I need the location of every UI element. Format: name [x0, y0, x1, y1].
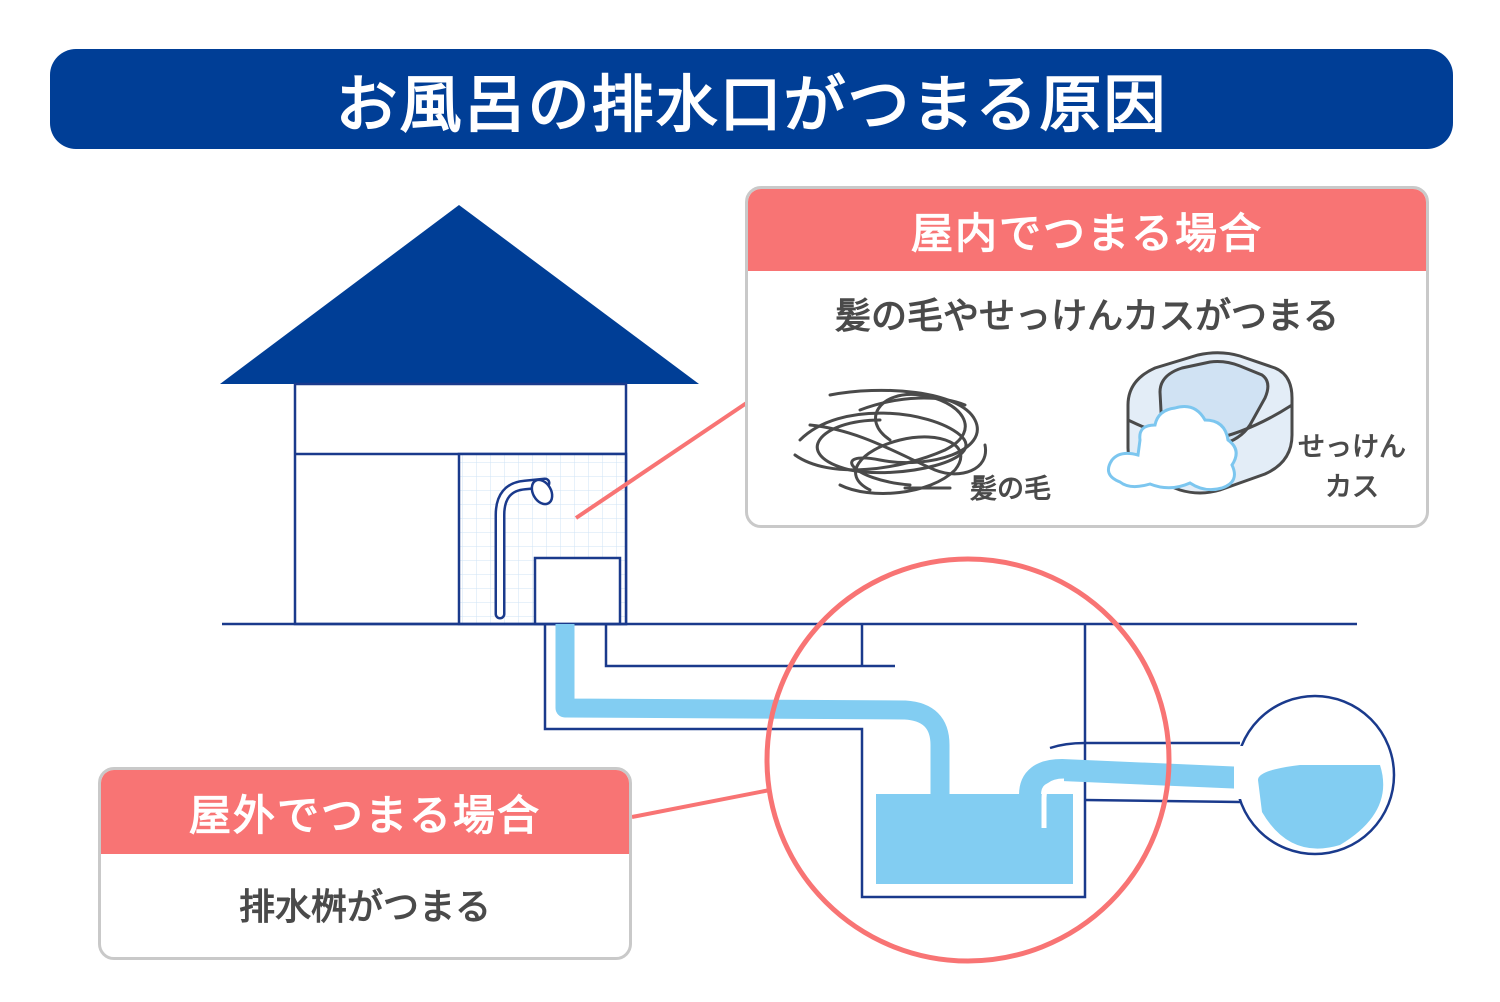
title-banner: お風呂の排水口がつまる原因	[50, 49, 1453, 149]
outdoor-card: 屋外でつまる場合 排水桝がつまる	[98, 767, 632, 960]
house-roof	[220, 205, 699, 384]
hair-icon	[793, 388, 987, 495]
indoor-heading: 屋内でつまる場合	[748, 189, 1426, 271]
indoor-card: 屋内でつまる場合 髪の毛やせっけんカスがつまる	[745, 186, 1429, 528]
page-title: お風呂の排水口がつまる原因	[335, 68, 1168, 141]
soap-label-line2: カス	[1325, 472, 1379, 503]
indoor-description: 髪の毛やせっけんカスがつまる	[834, 296, 1339, 337]
soap-icon	[1106, 351, 1294, 495]
bathtub	[533, 556, 622, 626]
outdoor-callout-line	[631, 788, 771, 819]
indoor-callout-line	[574, 398, 753, 520]
soap-label-line1: せっけん	[1298, 432, 1406, 463]
drain-pipe-water	[555, 624, 950, 800]
outdoor-heading: 屋外でつまる場合	[101, 770, 629, 854]
outdoor-description: 排水桝がつまる	[238, 887, 491, 928]
hair-label: 髪の毛	[970, 474, 1051, 505]
highlight-circle	[764, 556, 1172, 964]
outlet-pipe-water	[1019, 758, 1291, 828]
